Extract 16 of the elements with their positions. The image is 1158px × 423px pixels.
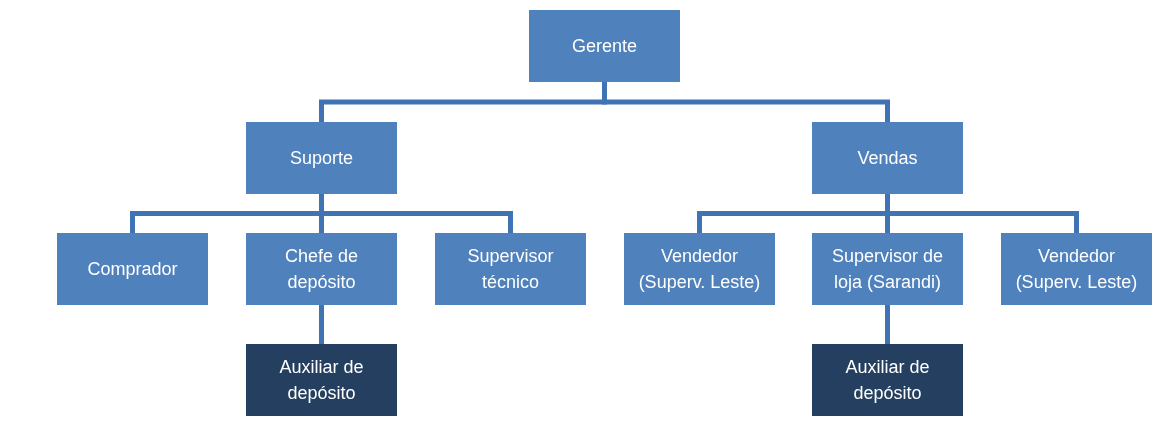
org-box: Auxiliar de depósito	[812, 344, 963, 416]
org-box: Gerente	[529, 10, 680, 82]
connector-line	[319, 305, 324, 344]
org-box: Comprador	[57, 233, 208, 305]
org-box: Vendedor (Superv. Leste)	[1001, 233, 1152, 305]
org-box: Supervisor de loja (Sarandi)	[812, 233, 963, 305]
org-box: Vendas	[812, 122, 963, 194]
connector-line	[885, 194, 1079, 233]
org-box: Auxiliar de depósito	[246, 344, 397, 416]
org-box: Vendedor (Superv. Leste)	[624, 233, 775, 305]
connector-line	[885, 305, 890, 344]
connector-line	[319, 194, 513, 233]
org-box: Supervisor técnico	[435, 233, 586, 305]
org-box: Suporte	[246, 122, 397, 194]
connector-line	[602, 82, 890, 122]
org-box: Chefe de depósito	[246, 233, 397, 305]
